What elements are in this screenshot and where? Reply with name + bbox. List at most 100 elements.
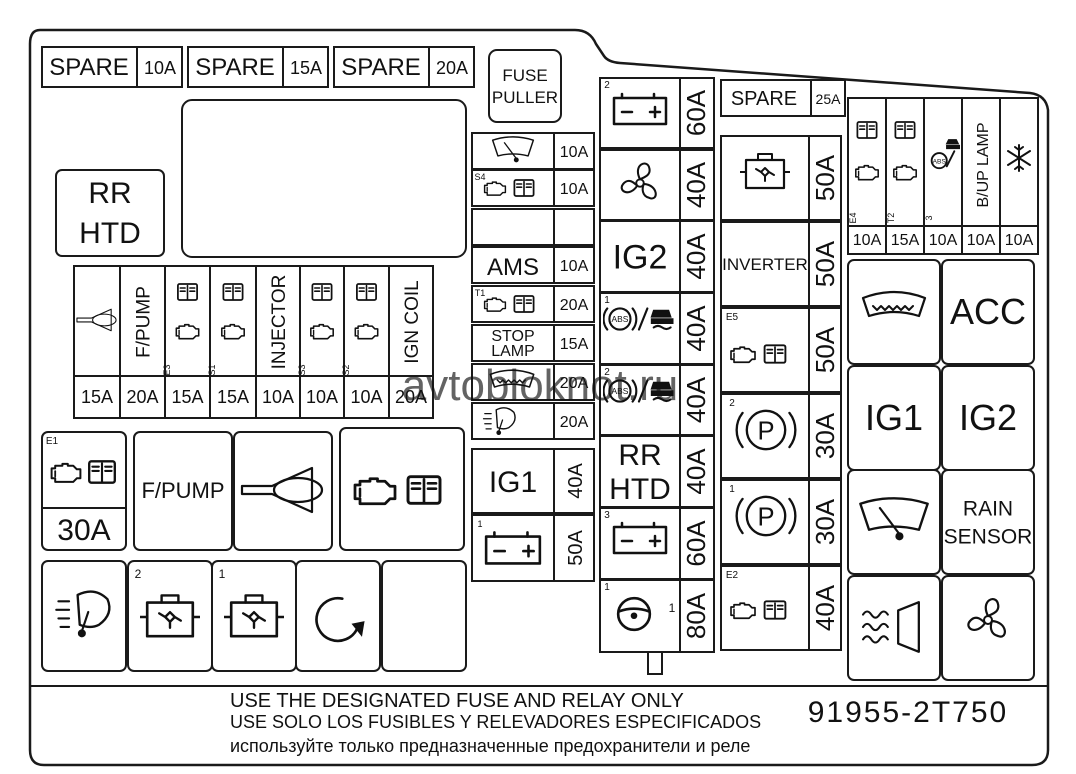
mid-fuse-rating-box bbox=[679, 149, 715, 221]
mid-fuse-6 bbox=[599, 435, 681, 508]
midleft-fuse-sub: S4 bbox=[474, 172, 485, 182]
spare-fuse-rating: 15A bbox=[290, 58, 322, 78]
rightmid-rating-box bbox=[808, 479, 842, 565]
part-number: 91955-2T750 bbox=[808, 696, 1008, 729]
midleft-fuse-rating-box bbox=[553, 402, 595, 440]
battery-rating-box bbox=[553, 514, 595, 582]
left-fuse-label: IGN COIL bbox=[402, 280, 423, 363]
right-relay-2 bbox=[941, 259, 1035, 365]
mid-fuse-rating: 40A bbox=[681, 376, 711, 423]
rightmid-rating-box bbox=[808, 135, 842, 221]
rightmid-fuse-sub: E2 bbox=[726, 570, 739, 581]
spare-fuse-rating: 10A bbox=[144, 58, 176, 78]
mid-fuse-rating: 40A bbox=[681, 305, 711, 352]
midleft-fuse-3 bbox=[471, 208, 555, 246]
mid-fuse-label: IG2 bbox=[613, 239, 668, 277]
mid-fuse-rating-box bbox=[679, 292, 715, 365]
notice-line-en: USE THE DESIGNATED FUSE AND RELAY ONLY bbox=[230, 690, 684, 712]
fpump-relay-label: F/PUMP bbox=[141, 478, 224, 503]
topright-fuse-sub: E4 bbox=[848, 212, 858, 223]
midleft-fuse-rating: 20A bbox=[560, 375, 589, 392]
midleft-fuse-rating-box bbox=[553, 363, 595, 401]
rightmid-rating-box bbox=[808, 393, 842, 479]
mid-fuse-7 bbox=[599, 507, 681, 580]
left-fuse-rating: 20A bbox=[126, 387, 158, 407]
mid-fuse-sub: 3 bbox=[604, 510, 610, 521]
topright-fuse-rating: 10A bbox=[929, 232, 958, 249]
midleft-fuse-rating: 10A bbox=[560, 181, 589, 198]
midleft-fuse-label: AMS bbox=[487, 254, 539, 281]
rightmid-rating-box bbox=[808, 307, 842, 393]
midleft-fuse-label-line: LAMP bbox=[491, 343, 535, 360]
spare-fuse-label: SPARE bbox=[341, 54, 421, 81]
watermark: avtobloknot.ru bbox=[402, 361, 678, 410]
left-fuse-rating: 10A bbox=[350, 387, 382, 407]
right-relay-8 bbox=[941, 575, 1035, 681]
left-fuse-rating: 20A bbox=[395, 387, 427, 407]
midleft-fuse-rating: 10A bbox=[560, 258, 589, 275]
right-relay-label: IG1 bbox=[865, 397, 923, 438]
rightmid-fuse-sub: 1 bbox=[729, 484, 735, 495]
topright-fuse-sub: 3 bbox=[924, 215, 934, 220]
bottom-relay-5 bbox=[381, 560, 467, 672]
right-relay-6 bbox=[941, 469, 1035, 575]
midleft-fuse-rating: 10A bbox=[560, 144, 589, 161]
ig1-rating-box bbox=[553, 448, 595, 514]
left-fuse-sub: S2 bbox=[341, 364, 351, 375]
left-fuse-rating: 10A bbox=[262, 387, 294, 407]
mid-fuse-rating-box bbox=[679, 220, 715, 293]
midleft-fuse-rating-box bbox=[553, 246, 595, 284]
rr-htd-label: HTD bbox=[79, 217, 141, 250]
bottom-relay-1 bbox=[41, 560, 127, 672]
mid-fuse-label-line: HTD bbox=[609, 473, 671, 506]
relay-cavity-large bbox=[181, 99, 467, 258]
topright-fuse-5 bbox=[999, 97, 1039, 255]
fpump-relay bbox=[133, 431, 233, 551]
right-relay-7 bbox=[847, 575, 941, 681]
rightmid-fuse-rating: 50A bbox=[810, 154, 840, 201]
rightmid-fuse-rating: 50A bbox=[810, 326, 840, 373]
rightmid-fuse-2 bbox=[720, 221, 810, 307]
battery-fuse bbox=[471, 514, 555, 582]
mid-fuse-rating: 80A bbox=[681, 592, 711, 639]
mid-fuse-sub: 2 bbox=[604, 367, 610, 378]
mid-fuse-rating: 40A bbox=[681, 233, 711, 280]
midleft-fuse-rating: 15A bbox=[560, 336, 589, 353]
rightmid-fuse-rating: 40A bbox=[810, 584, 840, 631]
left-fuse-8 bbox=[388, 265, 434, 419]
midleft-fuse-rating-box bbox=[553, 285, 595, 323]
e1-fuse-rating: 30A bbox=[57, 514, 110, 547]
ig1-fuse-rating: 40A bbox=[565, 463, 587, 499]
engine-relay bbox=[339, 427, 465, 551]
fuse-puller bbox=[488, 49, 562, 123]
midleft-fuse-5 bbox=[471, 285, 555, 323]
mid-fuse-sub: 2 bbox=[604, 80, 610, 91]
left-fuse-sub: E3 bbox=[162, 364, 172, 375]
left-fuse-label: F/PUMP bbox=[134, 286, 155, 358]
bottom-relay-4 bbox=[295, 560, 381, 672]
mid-fuse-sub: 1 bbox=[604, 295, 610, 306]
rightmid-fuse-sub: 2 bbox=[729, 398, 735, 409]
topright-fuse-rating: 10A bbox=[967, 232, 996, 249]
left-fuse-rating: 15A bbox=[81, 387, 113, 407]
bottom-relay-sub: 1 bbox=[219, 567, 226, 581]
right-relay-5 bbox=[847, 469, 941, 575]
notice-line-es: USE SOLO LOS FUSIBLES Y RELEVADORES ESPE… bbox=[230, 712, 761, 732]
rightmid-rating-box bbox=[808, 565, 842, 651]
fuse-puller-label: FUSE bbox=[502, 66, 547, 85]
midleft-fuse-rating: 20A bbox=[560, 414, 589, 431]
mid-tab bbox=[647, 651, 663, 675]
horn-relay bbox=[233, 431, 333, 551]
left-fuse-rating: 10A bbox=[306, 387, 338, 407]
left-fuse-2 bbox=[119, 265, 166, 419]
topright-fuse-label: B/UP LAMP bbox=[975, 122, 992, 207]
e1-fuse-sub: E1 bbox=[46, 436, 59, 447]
rr-htd-label: RR bbox=[88, 177, 131, 210]
right-relay-label: ACC bbox=[950, 291, 1026, 332]
spare-fuse-label: SPARE bbox=[195, 54, 275, 81]
spare-fuse-10a bbox=[41, 46, 183, 88]
spare-25-label: SPARE bbox=[731, 88, 797, 110]
midleft-fuse-rating-box bbox=[553, 208, 595, 246]
midleft-fuse-label-line: STOP bbox=[491, 328, 534, 345]
mid-fuse-sub: 1 bbox=[604, 582, 610, 593]
